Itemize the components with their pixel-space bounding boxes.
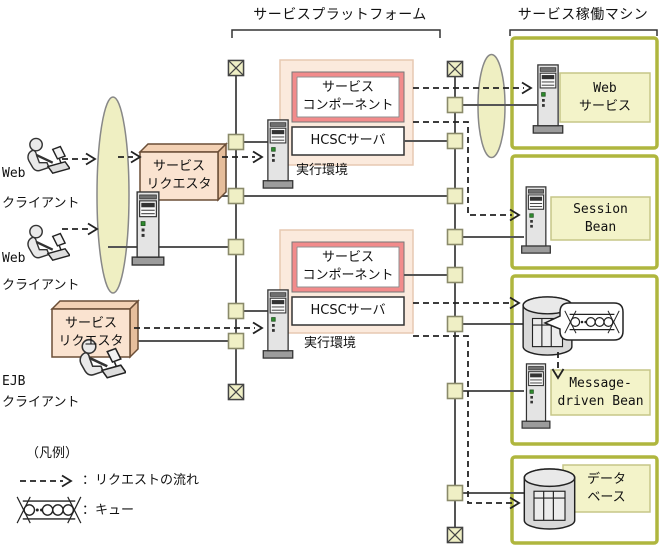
web-client-1-line1: Web <box>2 166 26 181</box>
mdb-server-icon <box>521 363 551 429</box>
session-bean-line2: Bean <box>584 219 617 235</box>
execution-environment-1 <box>279 59 414 166</box>
component-2-line1: サービス <box>321 250 374 265</box>
database-line2: ベース <box>587 489 626 505</box>
legend-title: （凡例） <box>26 446 79 461</box>
service-requester-1-label: サービス リクエスタ <box>140 152 218 200</box>
mdb-line1: Message- <box>569 375 632 391</box>
connector-square-icon <box>446 96 464 502</box>
hcsc-server-2-label: HCSCサーバ <box>310 303 386 318</box>
execution-env-1-caption: 実行環境 <box>296 163 349 178</box>
ejb-client-label: EJB クライアント <box>2 374 79 410</box>
machines-scope-label: サービス稼働マシン <box>517 7 649 23</box>
web-service-line1: Web <box>593 80 617 96</box>
scope-brackets <box>231 29 658 38</box>
queue-callout <box>543 302 624 341</box>
network-ellipse-left <box>96 96 130 294</box>
ejb-client-line2: クライアント <box>2 395 80 410</box>
service-requester-2-label: サービス リクエスタ <box>52 309 130 357</box>
database-line1: データ <box>586 471 626 487</box>
legend-request-flow-sample <box>20 474 73 488</box>
legend-request-flow-label: ：リクエストの流れ <box>82 473 200 488</box>
session-bean-line1: Session <box>573 201 628 217</box>
crossed-box-icon <box>446 60 464 78</box>
legend-queue-label: ：キュー <box>82 503 135 518</box>
web-client-server-icon <box>131 191 165 266</box>
session-bean-label: Session Bean <box>551 197 650 240</box>
mdb-line2: driven Bean <box>557 393 644 409</box>
hcsc-server-icon-1 <box>262 119 294 189</box>
component-2-line2: コンポーネント <box>302 268 394 283</box>
connection-lines <box>108 104 537 494</box>
bus-left <box>227 59 245 401</box>
message-driven-bean-label: Message- driven Bean <box>551 370 650 415</box>
web-client-2-label: Web クライアント <box>2 251 79 293</box>
requester-1-line1: サービス <box>152 159 205 174</box>
component-1-line1: サービス <box>321 80 374 95</box>
crossed-box-icon <box>227 383 245 401</box>
requester-2-line1: サービス <box>64 316 117 331</box>
web-client-1-label: Web クライアント <box>2 166 79 211</box>
session-bean-server-icon <box>520 186 552 254</box>
connector-square-icon <box>227 133 245 350</box>
name-plates <box>550 72 651 513</box>
web-service-label: Web サービス <box>560 73 650 122</box>
crossed-box-icon <box>227 59 245 77</box>
bus-right <box>446 60 464 544</box>
requester-1-line2: リクエスタ <box>146 177 212 192</box>
hcsc-server-1-label: HCSCサーバ <box>310 133 386 148</box>
service-component-1-label: サービス コンポーネント <box>292 72 404 122</box>
service-component-2-label: サービス コンポーネント <box>292 242 404 292</box>
platform-scope-label: サービスプラットフォーム <box>253 7 427 23</box>
execution-environment-2 <box>279 229 414 334</box>
execution-env-2-caption: 実行環境 <box>304 336 357 351</box>
web-client-1-line2: クライアント <box>2 196 80 211</box>
web-service-server-icon <box>532 64 564 134</box>
database-label: データ ベース <box>563 465 650 512</box>
request-flow-arrows <box>62 81 565 510</box>
web-client-2-line2: クライアント <box>2 278 80 293</box>
legend-queue-icon <box>16 496 82 524</box>
web-client-2-line1: Web <box>2 251 26 266</box>
requester-2-line2: リクエスタ <box>58 334 124 349</box>
crossed-box-icon <box>446 526 464 544</box>
hcsc-server-icon-2 <box>262 289 294 359</box>
queue-icon <box>564 310 620 334</box>
component-1-line2: コンポーネント <box>302 98 394 113</box>
ejb-client-line1: EJB <box>2 374 26 389</box>
web-service-line2: サービス <box>578 98 631 114</box>
